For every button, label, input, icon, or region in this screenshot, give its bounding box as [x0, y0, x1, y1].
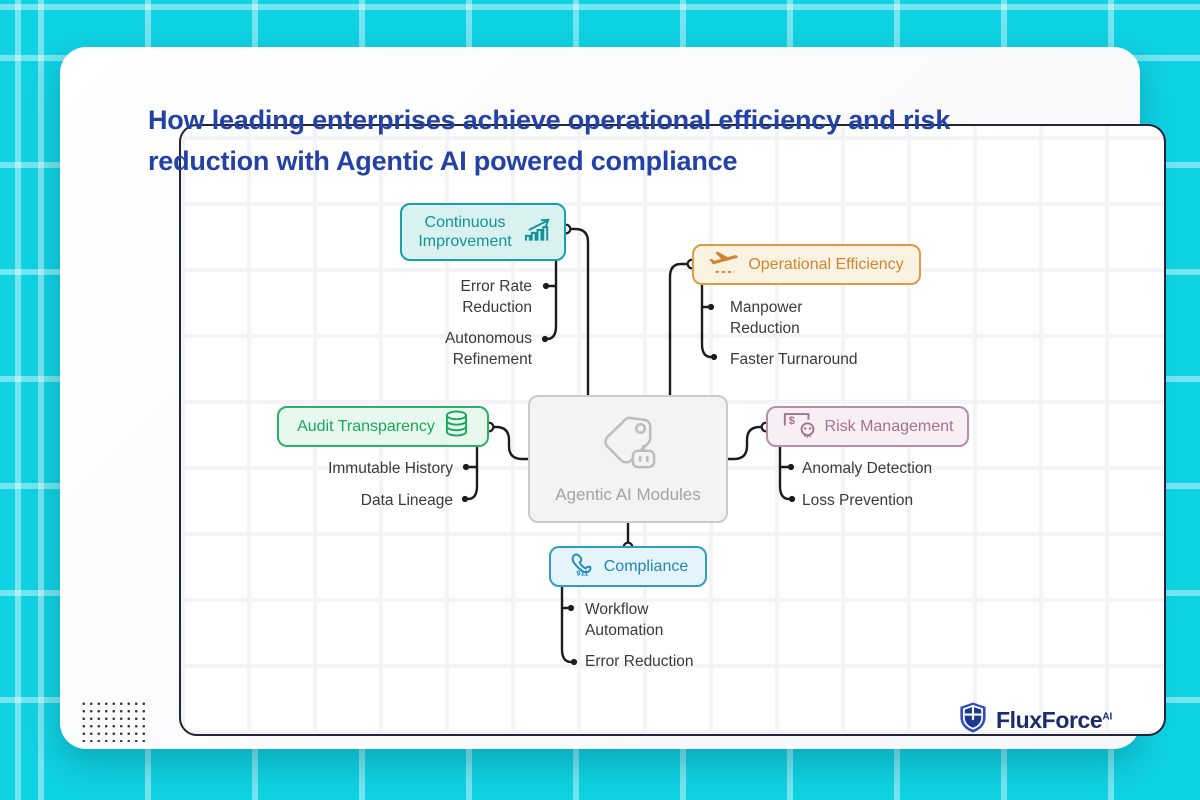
node-continuous-improvement: Continuous Improvement — [400, 203, 566, 261]
sub-item: Error Reduction — [585, 653, 694, 670]
svg-text:911: 911 — [576, 569, 588, 578]
node-operational-efficiency: Operational Efficiency — [692, 244, 921, 285]
shield-logo-icon — [958, 701, 988, 739]
sub-item: Data Lineage — [360, 492, 453, 509]
phone-911-icon: 911 — [568, 550, 596, 583]
logo-suffix: AI — [1102, 710, 1113, 722]
dot-pattern-decoration — [80, 700, 148, 742]
node-label: Audit Transparency — [297, 417, 435, 435]
sub-item: Anomaly Detection — [802, 460, 933, 477]
sub-item: Loss Prevention — [802, 492, 914, 509]
database-icon — [444, 410, 469, 444]
plane-takeoff-icon — [709, 249, 739, 281]
sub-item: Immutable History — [328, 460, 453, 477]
sub-item: Manpower Reduction — [730, 299, 803, 337]
svg-text:$: $ — [788, 415, 795, 427]
page-title: How leading enterprises achieve operatio… — [148, 105, 951, 176]
fluxforce-logo: FluxForceAI — [958, 701, 1112, 739]
node-label: Compliance — [603, 557, 689, 575]
node-label: Continuous Improvement — [418, 214, 512, 250]
sub-item: Autonomous Refinement — [444, 330, 532, 368]
node-label: Operational Efficiency — [748, 255, 904, 273]
node-label: Agentic AI Modules — [555, 484, 701, 504]
logo-wordmark: FluxForceAI — [996, 706, 1113, 733]
sub-item: Error Rate Reduction — [460, 278, 533, 316]
node-risk-management: $ Risk Management — [766, 406, 969, 447]
node-audit-transparency: Audit Transparency — [277, 406, 489, 447]
sub-item: Workflow Automation — [585, 601, 664, 639]
tag-robot-icon — [592, 414, 664, 477]
sub-item: Faster Turnaround — [730, 351, 858, 368]
node-label: Risk Management — [824, 417, 954, 435]
node-compliance: 911 Compliance — [549, 546, 707, 587]
trend-up-icon — [524, 217, 553, 248]
node-agentic-ai-modules: Agentic AI Modules — [528, 395, 728, 523]
money-skull-icon: $ — [782, 410, 816, 444]
